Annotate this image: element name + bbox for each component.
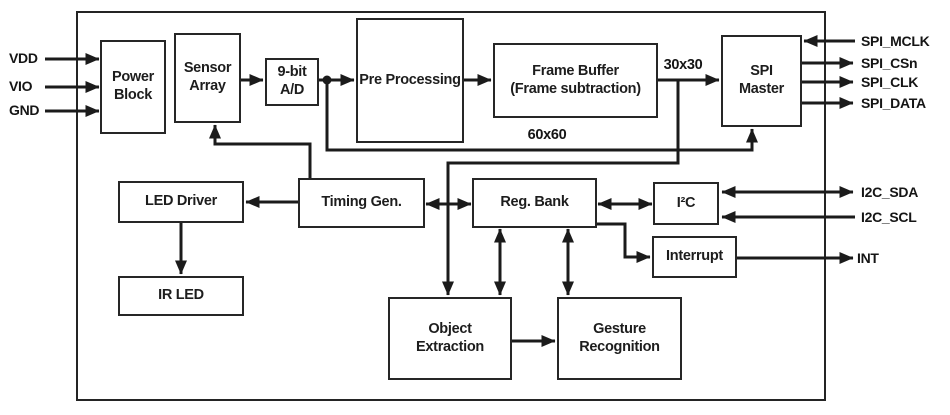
block-sensor-array: Sensor Array	[174, 33, 241, 123]
pin-label-vdd: VDD	[9, 50, 38, 66]
block-reg-bank: Reg. Bank	[472, 178, 597, 228]
block-object-extraction: Object Extraction	[388, 297, 512, 380]
wire-timing-to-sensor	[209, 124, 312, 178]
block-pre-processing: Pre Processing	[356, 18, 464, 143]
pin-label-int: INT	[857, 250, 879, 266]
bus-label-30x30: 30x30	[663, 57, 703, 73]
block-ir-led: IR LED	[118, 276, 244, 316]
pin-label-vio: VIO	[9, 78, 33, 94]
block-gesture-recognition: Gesture Recognition	[557, 297, 682, 380]
block-led-driver: LED Driver	[118, 181, 244, 223]
pin-label-i2c-scl: I2C_SCL	[861, 209, 917, 225]
block-interrupt: Interrupt	[652, 236, 737, 278]
junction-dot	[322, 75, 332, 85]
pin-label-i2c-sda: I2C_SDA	[861, 184, 919, 200]
pin-label-spi-clk: SPI_CLK	[861, 74, 919, 90]
block-timing-gen: Timing Gen.	[298, 178, 425, 228]
pin-label-spi-data: SPI_DATA	[861, 95, 926, 111]
block-power: Power Block	[100, 40, 166, 134]
wire-regbank-to-interrupt	[597, 222, 651, 263]
pin-label-gnd: GND	[9, 102, 40, 118]
block-adc: 9-bit A/D	[265, 58, 319, 106]
bus-label-60x60: 60x60	[527, 127, 567, 143]
pin-label-spi-mclk: SPI_MCLK	[861, 33, 930, 49]
chip-boundary	[76, 11, 826, 401]
block-frame-buffer: Frame Buffer (Frame subtraction)	[493, 43, 658, 118]
wire-30x30-to-object-extraction	[442, 80, 680, 296]
pin-label-spi-csn: SPI_CSn	[861, 55, 918, 71]
block-spi-master: SPI Master	[721, 35, 802, 127]
wire-60x60-to-spi	[325, 80, 758, 152]
block-i2c: I²C	[653, 182, 719, 225]
